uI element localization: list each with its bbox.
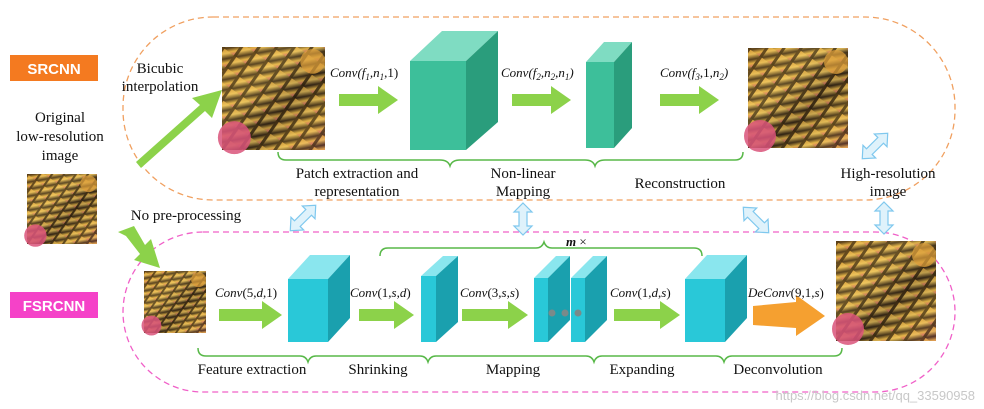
fsrcnn-conv-2: Conv(1,s,d) (350, 285, 411, 300)
expanding-label: Expanding (610, 362, 675, 378)
fsrcnn-arrow-2 (359, 301, 414, 329)
patch-extraction-label-1: Patch extraction and (296, 166, 419, 182)
fsrcnn-conv-4: Conv(1,d,s) (610, 285, 671, 300)
shrinking-label: Shrinking (348, 362, 408, 378)
srcnn-cube-2 (586, 42, 632, 148)
patch-extraction-label-2: representation (315, 184, 400, 200)
link-arrow-reconstruction-deconv (742, 206, 770, 234)
feature-extraction-label: Feature extraction (198, 362, 307, 378)
srcnn-arrow-2 (512, 86, 571, 114)
fsrcnn-bracket (197, 347, 843, 365)
hr-label-1: High-resolution (841, 166, 936, 182)
fsrcnn-arrow-4 (614, 301, 680, 329)
reconstruction-label: Reconstruction (635, 176, 726, 192)
fsrcnn-cube-expanding (685, 255, 747, 342)
original-label-2: low-resolution (16, 129, 104, 145)
watermark: https://blog.csdn.net/qq_33590958 (776, 388, 976, 403)
nonlinear-label-2: Mapping (496, 184, 551, 200)
original-label-3: image (42, 148, 79, 164)
fsrcnn-arrow-3 (462, 301, 528, 329)
srcnn-input-image (217, 47, 325, 155)
deconvolution-label: Deconvolution (733, 362, 823, 378)
srcnn-conv-2: Conv(f2,n2,n1) (501, 65, 574, 82)
srcnn-cube-1 (410, 31, 498, 150)
srcnn-bracket (277, 151, 744, 169)
fsrcnn-conv-3: Conv(3,s,s) (460, 285, 519, 300)
srcnn-output-image (744, 48, 848, 152)
srcnn-conv-3: Conv(f3,1,n2) (660, 65, 728, 82)
srcnn-container (122, 16, 956, 201)
srcnn-badge: SRCNN (10, 55, 98, 81)
srcnn-conv-1: Conv(f1,n1,1) (330, 65, 398, 82)
m-repeat-bracket (379, 239, 703, 257)
link-arrow-patch-feature (289, 204, 317, 232)
bicubic-label-1: Bicubic (137, 61, 184, 77)
bicubic-arrow (136, 90, 222, 168)
fsrcnn-cube-shrinking (421, 256, 458, 342)
hr-label-2: image (870, 184, 907, 200)
mapping-dots (548, 309, 582, 317)
link-arrow-mapping (512, 202, 534, 236)
link-arrow-hr-bottom (873, 201, 895, 235)
mapping-label: Mapping (486, 362, 541, 378)
fsrcnn-cube-mapping-2 (571, 256, 607, 342)
link-arrow-hr-top (861, 132, 889, 160)
bicubic-label-2: interpolation (122, 79, 199, 95)
fsrcnn-badge-label: FSRCNN (23, 298, 86, 315)
fsrcnn-arrow-5 (753, 295, 825, 336)
fsrcnn-input-image (141, 271, 206, 336)
original-label-1: Original (35, 110, 85, 126)
fsrcnn-output-image (832, 241, 936, 345)
no-preprocessing-label: No pre-processing (131, 208, 242, 224)
srcnn-arrow-3 (660, 86, 719, 114)
srcnn-badge-label: SRCNN (27, 61, 80, 78)
fsrcnn-badge: FSRCNN (10, 292, 98, 318)
srcnn-arrow-1 (339, 86, 398, 114)
fsrcnn-arrow-1 (219, 301, 282, 329)
fsrcnn-conv-5: DeConv(9,1,s) (747, 285, 824, 300)
m-repeat-label: m × (566, 234, 587, 249)
nonlinear-label-1: Non-linear (491, 166, 556, 182)
fsrcnn-conv-1: Conv(5,d,1) (215, 285, 277, 300)
fsrcnn-container (122, 231, 956, 393)
fsrcnn-cube-feature (288, 255, 350, 342)
no-preprocessing-arrow (118, 226, 160, 268)
original-lr-image (24, 174, 98, 247)
fsrcnn-cube-mapping-1 (534, 256, 570, 342)
